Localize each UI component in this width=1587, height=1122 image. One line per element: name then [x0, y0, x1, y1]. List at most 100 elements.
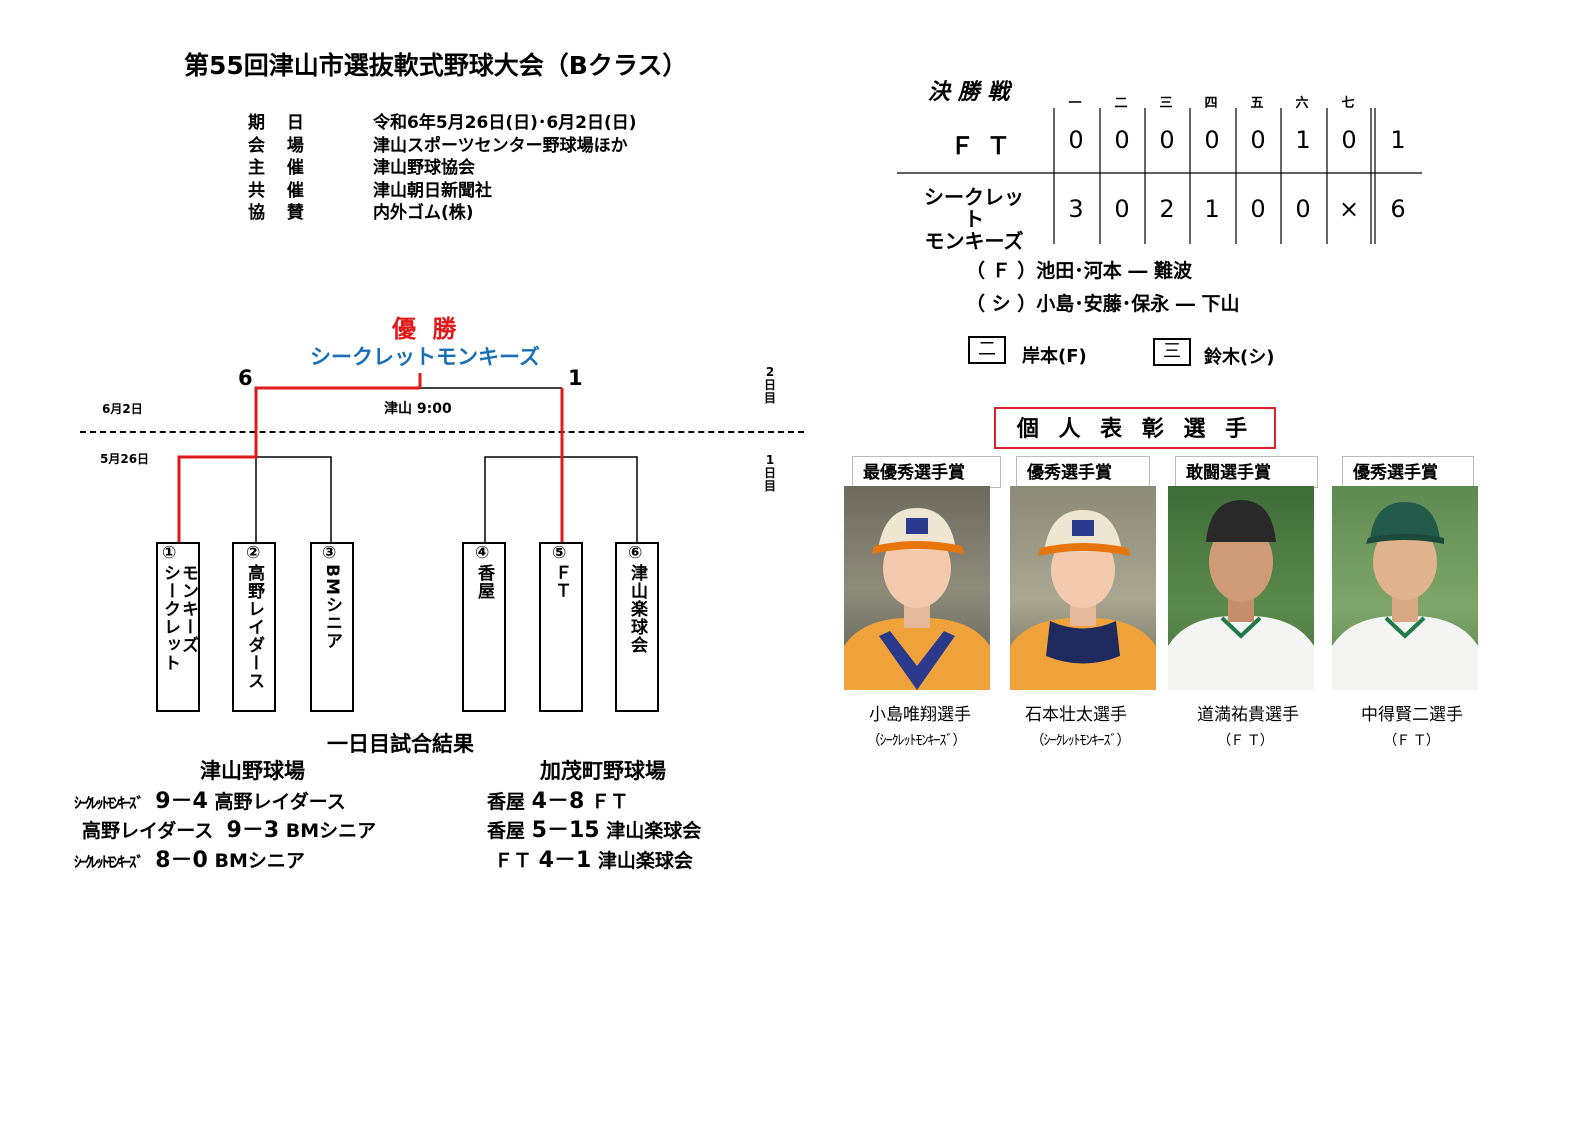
final-team-2-line2: モンキーズ [924, 229, 1024, 253]
player-team-2: （ｼｰｸﾚｯﾄﾓﾝｷｰｽﾞ） [1030, 733, 1131, 749]
result-score: 9－3 [226, 818, 280, 843]
info-row-sponsor: 協 賛 内外ゴム(株) [248, 198, 474, 223]
inning-header: 七 [1341, 96, 1355, 111]
results-venue-right: 加茂町野球場 [540, 759, 666, 783]
result-team-a: 高野レイダース [82, 820, 214, 842]
result-row: 香屋 5－15 津山楽球会 [487, 812, 701, 844]
final-score-right: 1 [568, 366, 583, 390]
info-value: 内外ゴム(株) [373, 203, 474, 223]
info-key: 協 賛 [248, 203, 312, 223]
score-cell: 0 [1341, 126, 1357, 154]
score-cell: 0 [1068, 126, 1084, 154]
result-team-a: 香屋 [487, 791, 526, 813]
champion-team: シークレットモンキーズ [310, 345, 540, 369]
champion-label: 優 勝 [392, 315, 461, 343]
final-team-2-line1: シークレット [924, 185, 1024, 231]
result-team-a: ＦＴ [494, 850, 533, 872]
team-name-4: 香屋 [474, 564, 494, 600]
team-num-3: ③ [322, 543, 337, 563]
result-score: 4－1 [538, 848, 592, 873]
result-row: 高野レイダース 9－3 BMシニア [82, 812, 376, 844]
player-portrait-icon [1010, 510, 1156, 690]
battery-line-1: （ Ｆ ）池田･河本 ― 難波 [966, 260, 1192, 282]
day-char: 日 [763, 466, 776, 480]
info-key: 期 日 [248, 113, 312, 133]
player-name-3: 道満祐貴選手 [1197, 705, 1299, 725]
score-cell: 0 [1114, 126, 1130, 154]
score-cell: 1 [1295, 126, 1311, 154]
final-team-2: シークレット モンキーズ [918, 186, 1030, 252]
result-score: 4－8 [531, 789, 585, 814]
result-score: 8－0 [155, 848, 208, 873]
team-name-5: ＦＴ [551, 564, 571, 600]
award-label: 敢闘選手賞 [1175, 456, 1318, 488]
team-num-2: ② [246, 543, 261, 563]
score-cell: 1 [1204, 195, 1220, 223]
info-row-date: 期 日令和6年5月26日(日)･6月2日(日) [248, 108, 637, 133]
score-cell: 3 [1068, 195, 1084, 223]
triple-player: 鈴木(シ) [1204, 347, 1275, 368]
team-num-5: ⑤ [552, 543, 567, 563]
day-char: 1 [765, 453, 775, 467]
double-player: 岸本(F) [1022, 346, 1087, 367]
team-box-3 [310, 542, 354, 712]
result-team-b: BMシニア [214, 850, 305, 872]
result-team-b: 津山楽球会 [597, 850, 693, 872]
score-total: 1 [1390, 126, 1406, 154]
score-cell: 0 [1114, 195, 1130, 223]
inning-header: 五 [1250, 96, 1264, 111]
inning-header: 六 [1295, 96, 1309, 111]
triple-icon: 三 [1153, 338, 1191, 366]
double-icon: 二 [968, 336, 1006, 364]
inning-header: 三 [1159, 96, 1173, 111]
winner-line [177, 386, 420, 542]
score-cell: 2 [1159, 195, 1175, 223]
team-box-4 [462, 542, 506, 712]
score-cell: 0 [1159, 126, 1175, 154]
award-label: 優秀選手賞 [1016, 456, 1150, 488]
inning-header: 四 [1204, 96, 1218, 111]
result-team-b: ＦＴ [590, 791, 629, 813]
player-name-1: 小島唯翔選手 [869, 705, 971, 725]
info-key: 会 場 [248, 136, 312, 156]
scoreboard-grid [897, 108, 1422, 244]
day-char: 日 [763, 378, 776, 392]
team-num-1: ① [162, 543, 177, 563]
results-heading: 一日目試合結果 [327, 732, 474, 756]
result-team-b: 津山楽球会 [606, 820, 702, 842]
result-team-b: BMシニア [285, 820, 377, 842]
team-box-2 [232, 542, 276, 712]
team-name-2: 高野レイダース [244, 564, 264, 690]
results-venue-left: 津山野球場 [200, 759, 305, 783]
battery-line-2: （ シ ）小島･安藤･保永 ― 下山 [966, 293, 1240, 315]
day-divider [80, 431, 804, 433]
result-score: 5－15 [531, 818, 600, 843]
result-score: 9－4 [155, 789, 208, 814]
bracket-black-lines [255, 387, 638, 542]
info-value: 津山朝日新聞社 [373, 181, 492, 201]
score-cell: × [1338, 195, 1360, 223]
date-day2: 6月2日 [102, 402, 143, 416]
team-name-3: BMシニア [322, 564, 342, 650]
bracket-line [256, 456, 332, 542]
result-team-a: 香屋 [487, 820, 526, 842]
day-char: 目 [763, 391, 776, 405]
day-char: 目 [763, 479, 776, 493]
award-label: 優秀選手賞 [1342, 456, 1474, 488]
day2-label: 2 日 目 [763, 366, 777, 405]
date-day1: 5月26日 [100, 452, 150, 466]
player-photo-4 [1332, 486, 1478, 690]
info-row-venue: 会 場津山スポーツセンター野球場ほか [248, 131, 628, 156]
day-char: 2 [765, 365, 775, 379]
result-team-a: ｼｰｸﾚｯﾄﾓﾝｷｰｽﾞ [74, 853, 144, 871]
score-cell: 0 [1204, 126, 1220, 154]
team-box-6 [615, 542, 659, 712]
team-name-1a: シークレット [160, 564, 180, 672]
team-box-5 [539, 542, 583, 712]
team-name-6: 津山楽球会 [627, 564, 647, 654]
result-row: ＦＴ 4－1 津山楽球会 [494, 842, 693, 874]
player-portrait-icon [1332, 502, 1478, 690]
info-row-organizer: 主 催津山野球協会 [248, 153, 475, 178]
final-score-left: 6 [238, 366, 253, 390]
player-name-2: 石本壮太選手 [1025, 705, 1127, 725]
